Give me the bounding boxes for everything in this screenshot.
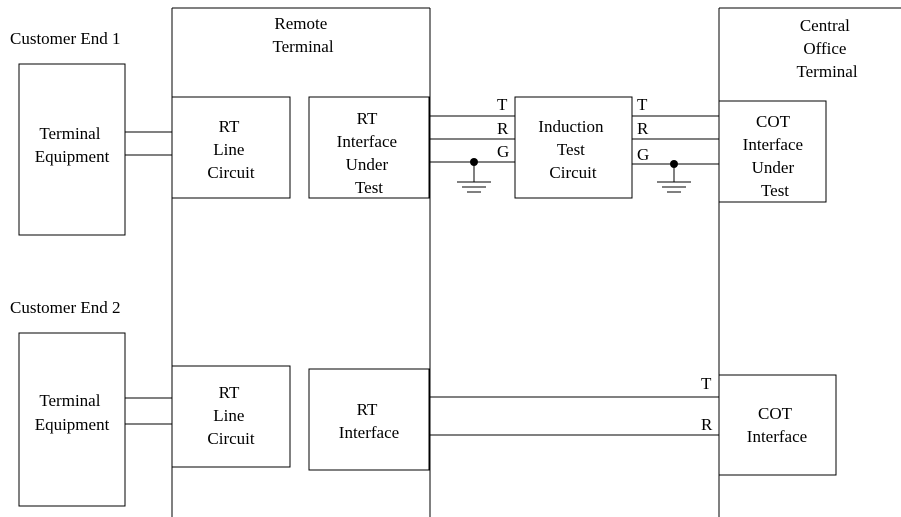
cot-interface-line-1: COT [758,404,793,423]
cot-label: Central Office Terminal [796,16,857,81]
cot-iut-line-4: Test [761,181,789,200]
rt-interface-under-test-box [308,96,430,199]
wire-label-right-t: T [637,95,648,114]
wire-label-left-r: R [497,119,509,138]
rt-line-circuit-1-line-3: Circuit [207,163,254,182]
rt-iut-line-3: Under [346,155,389,174]
remote-terminal-line-1: Remote [274,14,327,33]
rt-line-circuit-2-box [171,365,291,468]
rt-interface-line-1: RT [357,400,378,419]
rt-interface-under-test-label: RT Interface Under Test [337,109,402,197]
cot-interface-line-2: Interface [747,427,807,446]
remote-terminal-line-2: Terminal [272,37,333,56]
cot-label-line-1: Central [800,16,850,35]
customer-end-2-label: Customer End 2 [10,298,121,317]
customer-end-1-label: Customer End 1 [10,29,121,48]
wire-label-right-r: R [637,119,649,138]
cot-iut-line-1: COT [756,112,791,131]
cot-interface-under-test-box [718,100,827,203]
cot-label-line-3: Terminal [796,62,857,81]
itc-line-3: Circuit [549,163,596,182]
rt-line-circuit-2-line-2: Line [213,406,244,425]
terminal-equipment-2-line-2: Equipment [35,415,110,434]
terminal-equipment-1-line-2: Equipment [35,147,110,166]
wire-label-right-g: G [637,145,649,164]
itc-line-2: Test [557,140,585,159]
rt-iut-line-1: RT [357,109,378,128]
wire-label-lower-r: R [701,415,713,434]
wire-label-left-t: T [497,95,508,114]
rt-line-circuit-1-box [171,96,291,199]
rt-interface-box [308,368,430,471]
rt-line-circuit-2-label: RT Line Circuit [207,383,254,448]
rt-iut-line-2: Interface [337,132,397,151]
itc-line-1: Induction [538,117,604,136]
rt-line-circuit-2-line-1: RT [219,383,240,402]
wire-label-lower-t: T [701,374,712,393]
rt-line-circuit-2-line-3: Circuit [207,429,254,448]
cot-label-line-2: Office [803,39,846,58]
induction-test-circuit-label: Induction Test Circuit [538,117,607,182]
rt-line-circuit-1-line-1: RT [219,117,240,136]
terminal-equipment-2-box [18,332,126,507]
rt-interface-line-2: Interface [339,423,399,442]
terminal-equipment-2-label: Terminal Equipment [35,391,110,434]
rt-line-circuit-1-line-2: Line [213,140,244,159]
remote-terminal-label: Remote Terminal [272,14,333,56]
terminal-equipment-2-line-1: Terminal [39,391,100,410]
rt-interface-label: RT Interface [339,400,399,442]
rt-line-circuit-1-label: RT Line Circuit [207,117,254,182]
terminal-equipment-1-label: Terminal Equipment [35,124,110,166]
wire-label-left-g: G [497,142,509,161]
cot-interface-box [718,374,837,476]
cot-iut-line-3: Under [752,158,795,177]
induction-test-circuit-box [514,96,633,199]
cot-interface-under-test-label: COT Interface Under Test [743,112,808,200]
rt-iut-line-4: Test [355,178,383,197]
cot-interface-label: COT Interface [747,404,807,446]
terminal-equipment-1-line-1: Terminal [39,124,100,143]
terminal-equipment-1-box [18,63,126,236]
cot-iut-line-2: Interface [743,135,803,154]
